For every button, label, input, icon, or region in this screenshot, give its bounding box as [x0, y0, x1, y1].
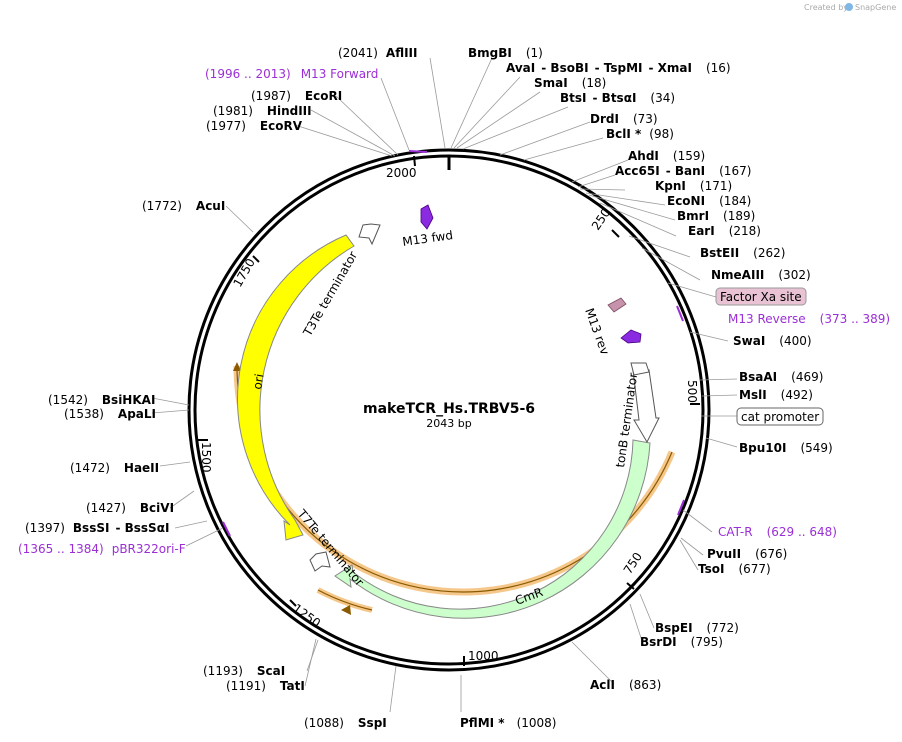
orf-highlight-segment — [316, 587, 373, 613]
enzyme-kpni: KpnI(171) — [655, 179, 732, 193]
credit-created-by: Created by — [804, 3, 848, 12]
t7te-terminator-label: T7Te terminator — [294, 506, 367, 589]
primer-m13-forward: (1996 .. 2013)M13 Forward — [205, 67, 378, 81]
t7te-terminator-arrow — [309, 551, 331, 572]
enzyme-bcivi: (1427)BciVI — [86, 501, 174, 515]
enzyme-pvuii: PvuII(676) — [707, 547, 787, 561]
factor-xa-arrow-icon — [607, 297, 627, 313]
enzyme-smai: SmaI(18) — [534, 76, 606, 90]
enzyme-bpu10i: Bpu10I(549) — [739, 441, 833, 455]
cat-promoter-box: cat promoter — [736, 407, 824, 426]
factor-xa-site-label: Factor Xa site — [720, 290, 802, 304]
enzyme-btsi-group: BtsI- BtsαI(34) — [560, 91, 675, 105]
enzyme-nmeaiii: NmeAIII(302) — [711, 268, 811, 282]
plasmid-size: 2043 bp — [426, 417, 471, 430]
enzyme-bspei: BspEI(772) — [655, 621, 739, 635]
cmr-orf-highlight — [233, 365, 676, 596]
enzyme-acui: (1772)AcuI — [142, 199, 225, 213]
tick-label-500: 500 — [685, 380, 699, 403]
enzyme-acli: AclI(863) — [590, 678, 661, 692]
enzyme-ahdi: AhdI(159) — [628, 149, 705, 163]
snapgene-logo-icon — [845, 3, 853, 11]
enzyme-bmri: BmrI(189) — [677, 209, 755, 223]
enzyme-apali: (1538)ApaLI — [64, 407, 156, 421]
enzyme-aflIII: (2041)AflIII — [338, 46, 417, 60]
enzyme-bsssi-group: (1397)BssSI- BssSαI — [25, 521, 169, 535]
m13-rev-label: M13 rev — [582, 306, 612, 356]
primer-m13-reverse: M13 Reverse(373 .. 389) — [728, 312, 890, 326]
plasmid-name: makeTCR_Hs.TRBV5-6 — [363, 401, 535, 417]
enzyme-hindiii: (1981)HindIII — [213, 104, 312, 118]
t3te-terminator-arrow — [358, 223, 381, 246]
enzyme-ecorv: (1977)EcoRV — [206, 119, 303, 133]
enzyme-scai: (1193)ScaI — [203, 664, 285, 678]
enzyme-bsihkai: (1542)BsiHKAI — [48, 393, 155, 407]
orf-arrowhead-icon — [233, 362, 241, 371]
cmr-orf-line — [236, 365, 673, 593]
enzyme-msli: MslI(492) — [739, 388, 813, 402]
tonb-terminator-arrow — [632, 369, 660, 444]
m13-forward-primer-mark — [408, 150, 428, 153]
cat-promoter-label: cat promoter — [741, 410, 819, 424]
tick-label-250: 250 — [589, 206, 613, 233]
enzyme-bsaai: BsaAI(469) — [739, 370, 823, 384]
ori-label: ori — [250, 373, 266, 391]
enzyme-bsrdi: BsrDI(795) — [640, 635, 723, 649]
primer-cat-r: CAT-R(629 .. 648) — [718, 525, 837, 539]
tick-label-1500: 1500 — [199, 442, 213, 473]
tick-label-2000: 2000 — [386, 166, 417, 180]
primer-pbr322ori-f: (1365 .. 1384)pBR322ori-F — [18, 542, 186, 556]
enzyme-acc65i-group: Acc65I- BanI(167) — [615, 164, 751, 178]
enzyme-ava-group: AvaI- BsoBI- TspMI- XmaI(16) — [506, 61, 731, 75]
leader-lines — [151, 57, 738, 713]
enzyme-tsoi: TsoI(677) — [698, 562, 771, 576]
credit-app: SnapGene — [855, 3, 896, 12]
m13-rev-arrow-icon — [620, 329, 642, 344]
enzyme-swai: SwaI(400) — [733, 334, 812, 348]
enzyme-sspi: (1088)SspI — [304, 716, 387, 730]
tick-label-1000: 1000 — [468, 649, 499, 663]
enzyme-ecori: (1987)EcoRI — [251, 89, 342, 103]
enzyme-bsteii: BstEII(262) — [700, 246, 785, 260]
enzyme-haeii: (1472)HaeII — [70, 461, 159, 475]
enzyme-pflmi: PflMI *(1008) — [460, 716, 556, 730]
tick-label-750: 750 — [621, 550, 645, 577]
pbr322ori-f-primer-mark — [222, 521, 231, 537]
m13-reverse-primer-mark — [676, 305, 684, 322]
m13-fwd-arrow-icon — [420, 204, 434, 230]
enzyme-bcli: BclI *(98) — [606, 127, 674, 141]
enzyme-drdi: DrdI(73) — [590, 112, 658, 126]
cmr-feature-arrow — [334, 439, 651, 619]
orf-segment-arrowhead-icon — [341, 605, 351, 615]
enzyme-eari: EarI(218) — [688, 224, 761, 238]
scale-ticks — [198, 155, 700, 666]
ori-feature-arrow — [237, 234, 355, 541]
enzyme-econi: EcoNI(184) — [667, 194, 751, 208]
cat-r-primer-mark — [677, 499, 685, 516]
enzyme-bmgbi: BmgBI(1) — [468, 46, 543, 60]
m13-fwd-label: M13 fwd — [401, 228, 453, 249]
enzyme-tati: (1191)TatI — [226, 679, 305, 693]
factor-xa-site-box: Factor Xa site — [715, 287, 807, 306]
